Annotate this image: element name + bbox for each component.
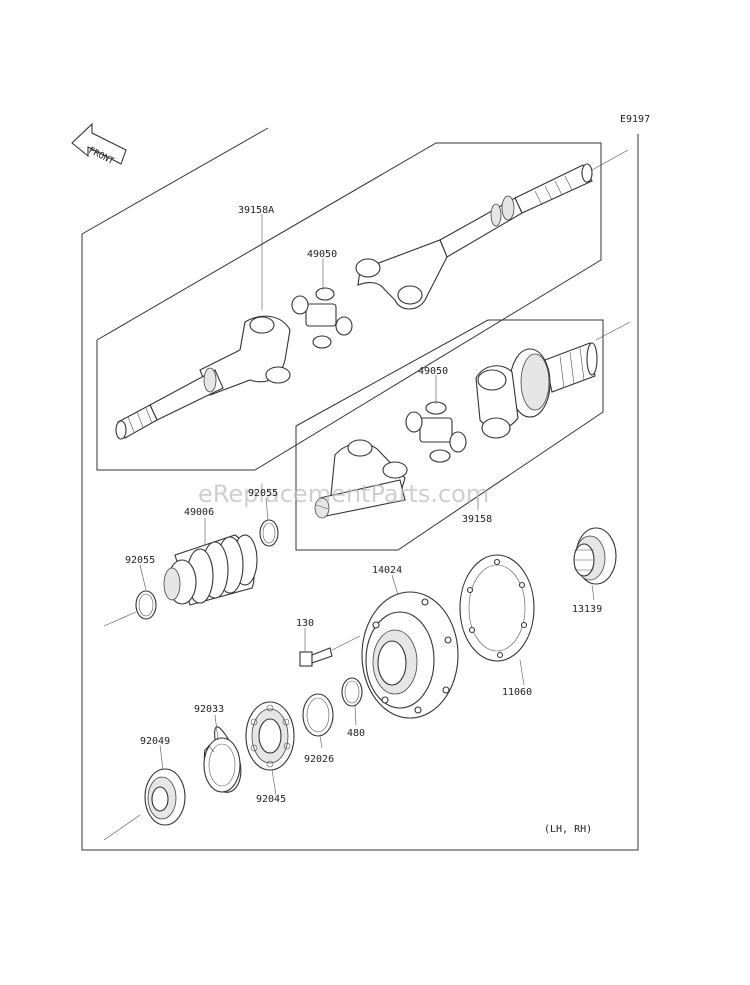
leader-lines	[139, 214, 595, 796]
part-label-49050-upper: 49050	[307, 249, 337, 260]
front-arrow-icon: FRONT	[71, 122, 127, 167]
bearing-92045	[245, 701, 295, 771]
boot-49006	[163, 534, 258, 606]
shaft-39158	[314, 342, 598, 519]
part-label-130: 130	[296, 618, 314, 629]
part-label-39158: 39158	[462, 514, 492, 525]
axis-line	[103, 611, 137, 627]
axis-line	[103, 814, 141, 841]
part-label-92055-upper: 92055	[248, 488, 278, 499]
o-ring-92055-upper	[259, 519, 279, 547]
shaft-box-39158	[295, 319, 604, 551]
spider-49050-lower	[405, 401, 467, 463]
spider-49050-upper	[291, 287, 353, 349]
axis-line	[591, 149, 629, 171]
axis-line	[331, 635, 361, 651]
frame-top-edge	[81, 127, 269, 235]
seal-92049	[144, 768, 186, 826]
ring-92026	[302, 693, 334, 737]
shaft-box-39158a	[96, 142, 602, 471]
part-label-92055-lower: 92055	[125, 555, 155, 566]
part-label-11060: 11060	[502, 687, 532, 698]
part-label-92026: 92026	[304, 754, 334, 765]
axis-line	[595, 321, 631, 341]
part-label-49050-lower: 49050	[418, 366, 448, 377]
snap-ring-480	[341, 677, 363, 707]
part-label-92045: 92045	[256, 794, 286, 805]
circlip-92033	[203, 726, 242, 793]
diagram-code: E9197	[620, 114, 650, 125]
o-ring-92055-lower	[135, 590, 157, 620]
shaft-39158a	[115, 163, 593, 440]
gasket-11060	[459, 554, 535, 662]
watermark: eReplacementParts.com	[198, 480, 489, 508]
part-label-14024: 14024	[372, 565, 402, 576]
variant-note: (LH, RH)	[544, 824, 592, 835]
bolt-130	[299, 647, 333, 667]
outer-frame	[81, 134, 639, 851]
part-label-92049: 92049	[140, 736, 170, 747]
part-label-480: 480	[347, 728, 365, 739]
part-label-92033: 92033	[194, 704, 224, 715]
part-label-39158a: 39158A	[238, 205, 274, 216]
coupling-13139	[573, 527, 617, 585]
part-label-49006: 49006	[184, 507, 214, 518]
housing-14024	[361, 591, 459, 719]
part-label-13139: 13139	[572, 604, 602, 615]
